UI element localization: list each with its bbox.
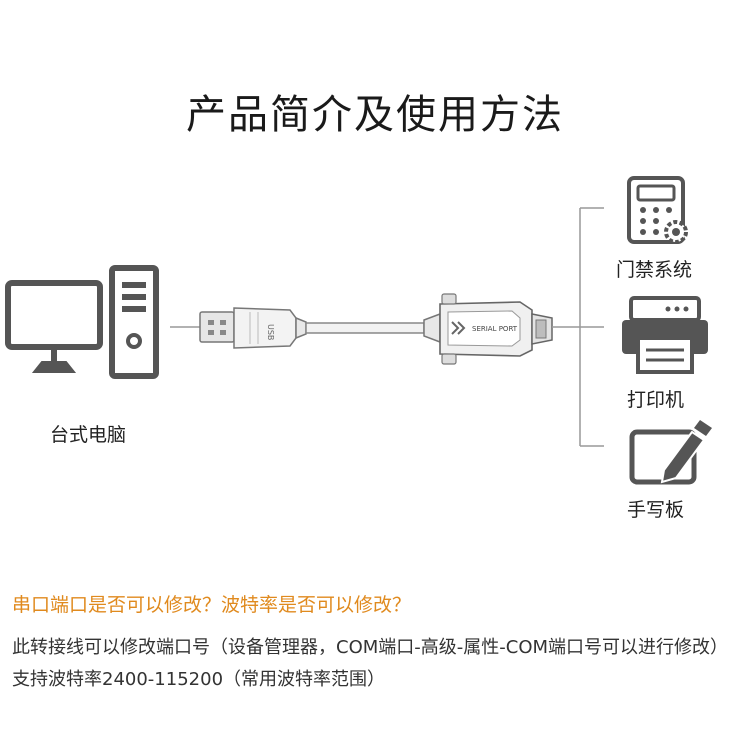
tablet-label: 手写板 [627, 499, 685, 521]
printer-icon [622, 296, 708, 374]
monitor-icon [5, 280, 103, 373]
gear-icon [664, 220, 688, 244]
device-bracket [579, 207, 604, 447]
access-control-label: 门禁系统 [616, 259, 693, 281]
usb-mark: USB [266, 324, 275, 340]
printer-label: 打印机 [627, 389, 685, 411]
tablet-pen-icon [629, 420, 712, 485]
faq-question: 串口端口是否可以修改？波特率是否可以修改？ [12, 594, 412, 616]
usb-plug-icon [199, 307, 307, 349]
cable [305, 322, 425, 334]
page-title: 产品简介及使用方法 [186, 92, 564, 138]
faq-answer: 此转接线可以修改端口号（设备管理器，COM端口-高级-属性-COM端口号可以进行… [12, 637, 729, 690]
connection-diagram: USB SERIAL PORT [5, 176, 712, 485]
pc-tower-icon [109, 265, 159, 379]
connector-brand: SERIAL PORT [472, 325, 518, 333]
db9-connector-icon [423, 293, 553, 365]
pc-label: 台式电脑 [50, 424, 127, 446]
